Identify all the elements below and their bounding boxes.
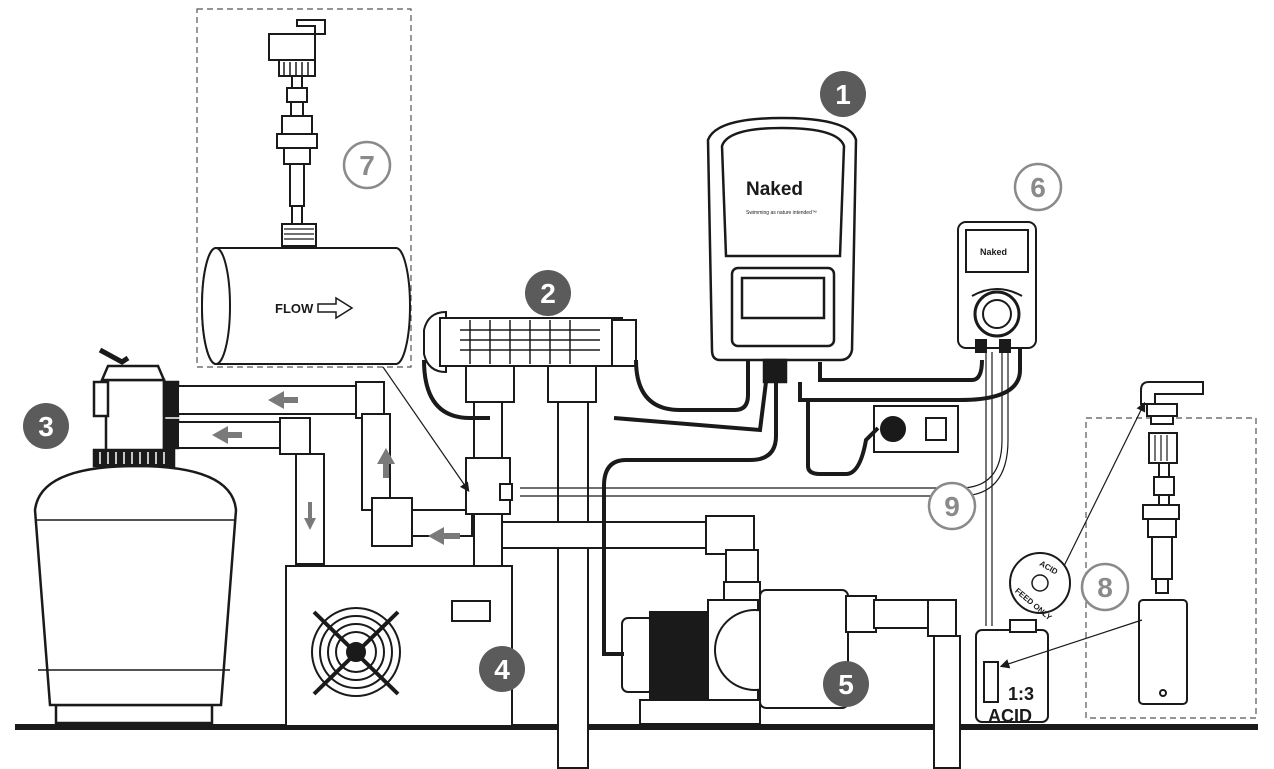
salt-cell-icon — [423, 310, 637, 403]
flow-arrow-icon — [317, 296, 354, 320]
flow-arrow-icon — [268, 391, 298, 409]
controller-brand: Naked — [746, 179, 803, 200]
heat-pump-icon — [285, 565, 513, 727]
callout-leaders — [382, 366, 1146, 669]
flow-label: FLOW — [275, 301, 314, 316]
controller-tagline: Swimming as nature intended™ — [746, 210, 817, 216]
callout-6: 6 — [1013, 162, 1063, 212]
callout-3: 3 — [23, 403, 69, 449]
acid-tag: ACID FEED ONLY — [1009, 552, 1071, 623]
svg-text:8: 8 — [1097, 572, 1113, 603]
callout-1: 1 — [820, 71, 866, 117]
injection-fitting-icon — [268, 19, 326, 227]
acid-word: ACID — [988, 706, 1032, 726]
svg-text:3: 3 — [38, 411, 54, 442]
svg-text:2: 2 — [540, 278, 556, 309]
svg-text:5: 5 — [838, 669, 854, 700]
svg-text:9: 9 — [944, 491, 960, 522]
acid-drum-icon — [975, 619, 1049, 723]
flow-arrow-icon — [428, 527, 460, 545]
controller-unit-icon — [706, 116, 858, 384]
piping-filter — [177, 381, 473, 565]
fan-grille-icon — [311, 607, 401, 697]
svg-text:6: 6 — [1030, 172, 1046, 203]
callout-7: 7 — [342, 140, 392, 190]
dosing-pump-brand: Naked — [980, 247, 1007, 257]
multiport-valve-icon — [92, 347, 180, 452]
power-outlet-icon — [873, 405, 959, 453]
svg-text:1: 1 — [835, 79, 851, 110]
svg-text:4: 4 — [494, 654, 510, 685]
svg-text:7: 7 — [359, 150, 375, 181]
acid-ratio: 1:3 — [1008, 684, 1034, 704]
pipe-section-icon — [201, 223, 411, 365]
detail-box-acid-feed — [1085, 381, 1257, 719]
detail-box-injection: FLOW — [196, 8, 412, 368]
callout-9: 9 — [927, 481, 977, 531]
flow-arrow-icon — [377, 448, 395, 478]
flow-arrow-icon — [212, 426, 242, 444]
dosing-pump-icon — [957, 221, 1037, 353]
sand-filter-icon — [33, 347, 238, 725]
callout-2: 2 — [525, 270, 571, 316]
pool-pump-icon — [621, 581, 961, 769]
piping-center — [465, 401, 759, 769]
flow-arrow-icon — [304, 502, 316, 530]
callout-8: 8 — [1080, 562, 1130, 612]
callout-5: 5 — [823, 661, 869, 707]
callout-4: 4 — [479, 646, 525, 692]
